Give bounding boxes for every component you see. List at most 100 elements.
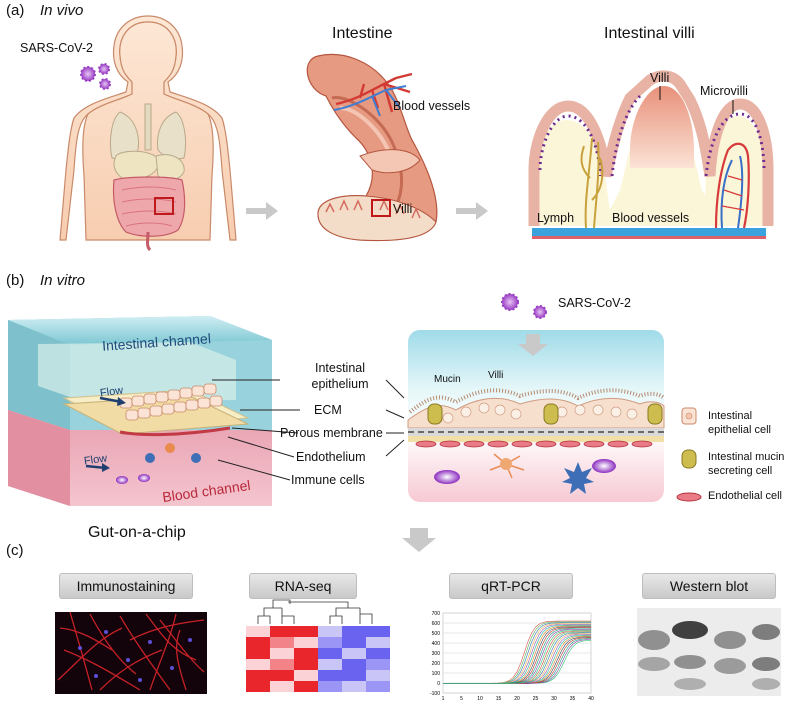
method-rna-seq: RNA-seq — [249, 573, 357, 599]
heatmap-cell — [366, 670, 390, 681]
method-western-blot: Western blot — [642, 573, 776, 599]
qpcr-y-tick: 0 — [437, 681, 440, 687]
heatmap-cell — [246, 670, 270, 681]
villi-label-b: Villi — [488, 370, 504, 381]
qpcr-y-tick: 300 — [432, 651, 441, 657]
heatmap-cell — [366, 648, 390, 659]
virus-label-a: SARS-CoV-2 — [20, 41, 93, 55]
heatmap-cell — [246, 648, 270, 659]
mucin-label: Mucin — [434, 374, 461, 385]
qpcr-curve — [443, 629, 591, 684]
heatmap-cell — [366, 637, 390, 648]
qpcr-y-tick: 700 — [432, 611, 441, 617]
panel-a-label: (a) — [6, 2, 25, 19]
qpcr-y-tick: 200 — [432, 661, 441, 667]
heatmap-cell — [294, 648, 318, 659]
virus-icons-b — [501, 293, 547, 319]
method-qrt-pcr: qRT-PCR — [449, 573, 573, 599]
western-blot-image — [637, 608, 781, 696]
callout-porous-membrane: Porous membrane — [280, 426, 383, 440]
heatmap-cell — [318, 626, 342, 637]
heatmap-cell — [270, 637, 294, 648]
heatmap-cell — [246, 626, 270, 637]
heatmap-cell — [342, 648, 366, 659]
rna-seq-heatmap-cells — [246, 626, 390, 692]
callout-lines — [212, 379, 405, 481]
heatmap-cell — [270, 681, 294, 692]
heatmap-cell — [318, 670, 342, 681]
cross-section-illustration — [407, 330, 666, 502]
legend-endo: Endothelial cell — [708, 490, 782, 502]
heatmap-cell — [366, 659, 390, 670]
chip-name: Gut-on-a-chip — [88, 524, 186, 541]
heatmap-cell — [318, 681, 342, 692]
rna-seq-heatmap — [257, 599, 373, 624]
heatmap-cell — [342, 681, 366, 692]
heatmap-cell — [318, 648, 342, 659]
qpcr-y-tick: 400 — [432, 641, 441, 647]
legend-epi-1: Intestinal — [708, 410, 753, 422]
qpcr-y-tick: 100 — [432, 671, 441, 677]
legend-epi-2: epithelial cell — [708, 424, 771, 436]
virus-label-b: SARS-CoV-2 — [558, 296, 631, 310]
highlight-box — [154, 197, 174, 215]
legend-mucin-2: secreting cell — [708, 465, 773, 477]
qpcr-x-tick: 30 — [551, 696, 557, 701]
intestine-title: Intestine — [332, 25, 393, 42]
legend-icons — [676, 407, 702, 502]
qpcr-x-tick: 10 — [477, 696, 483, 701]
legend-mucin-1: Intestinal mucin — [708, 451, 785, 463]
chip-device-illustration — [8, 316, 272, 506]
panel-b-label: (b) — [6, 272, 25, 289]
heatmap-cell — [294, 659, 318, 670]
qpcr-y-tick: -100 — [430, 691, 440, 697]
heatmap-cell — [294, 626, 318, 637]
callout-intestinal-epithelium-2: epithelium — [311, 377, 369, 391]
qpcr-x-tick: 40 — [588, 696, 594, 701]
immunostaining-image — [55, 611, 207, 694]
heatmap-cell — [342, 637, 366, 648]
blood-vessels-label: Blood vessels — [393, 99, 471, 113]
highlight-box-villi — [371, 199, 391, 217]
callout-ecm: ECM — [314, 403, 342, 417]
heatmap-cell — [270, 659, 294, 670]
heatmap-cell — [342, 659, 366, 670]
heatmap-cell — [270, 670, 294, 681]
human-body-illustration — [59, 15, 237, 252]
qpcr-y-tick: 500 — [432, 631, 441, 637]
heatmap-cell — [294, 637, 318, 648]
heatmap-cell — [246, 637, 270, 648]
virus-icons-a — [80, 63, 111, 90]
qpcr-x-tick: 25 — [533, 696, 539, 701]
heatmap-cell — [294, 670, 318, 681]
callout-endothelium: Endothelium — [296, 450, 366, 464]
heatmap-cell — [366, 681, 390, 692]
flow-arrow-c — [402, 528, 436, 552]
heatmap-cell — [318, 637, 342, 648]
qpcr-y-tick: 600 — [432, 621, 441, 627]
heatmap-cell — [246, 659, 270, 670]
villi-title: Intestinal villi — [604, 25, 695, 42]
heatmap-cell — [270, 648, 294, 659]
villi-small-label: Villi — [393, 202, 413, 216]
villi-illustration — [528, 70, 774, 239]
heatmap-cell — [342, 626, 366, 637]
flow-arrows-a — [246, 202, 488, 220]
heatmap-cell — [342, 670, 366, 681]
panel-a-title: In vivo — [40, 2, 84, 19]
intestine-illustration — [306, 53, 438, 242]
qpcr-x-tick: 35 — [570, 696, 576, 701]
panel-c-label: (c) — [6, 542, 24, 559]
qpcr-x-tick: 15 — [496, 696, 502, 701]
villi-top-label: Villi — [650, 71, 670, 85]
callout-intestinal-epithelium-1: Intestinal — [314, 361, 366, 375]
panel-b-title: In vitro — [40, 272, 86, 289]
lymph-label: Lymph — [537, 211, 575, 225]
callout-immune-cells: Immune cells — [291, 473, 365, 487]
heatmap-cell — [294, 681, 318, 692]
heatmap-cell — [246, 681, 270, 692]
qpcr-x-tick: 20 — [514, 696, 520, 701]
method-immunostaining: Immunostaining — [59, 573, 193, 599]
